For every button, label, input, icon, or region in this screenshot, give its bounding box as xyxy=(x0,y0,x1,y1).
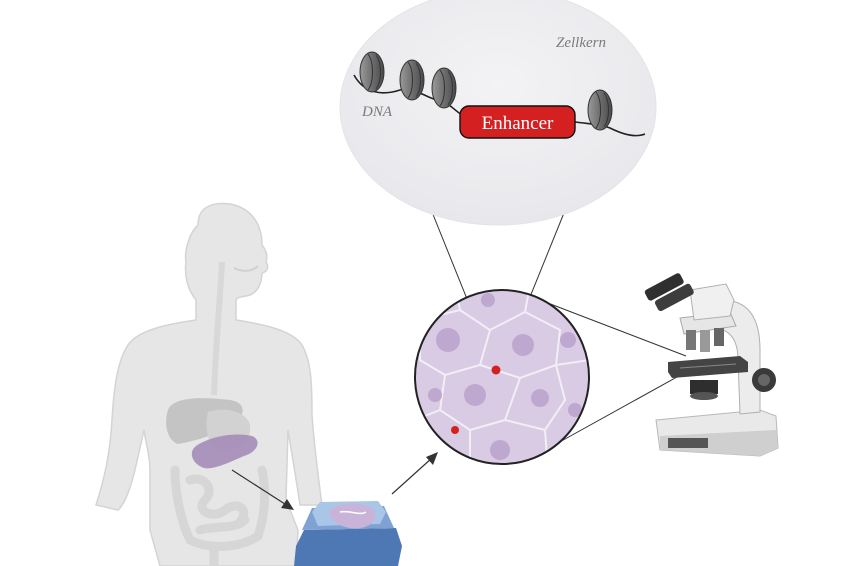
enhancer-highlight-cell-1 xyxy=(491,365,501,375)
nucleus-title: Zellkern xyxy=(556,35,606,51)
enhancer-highlight-cell-2 xyxy=(451,426,459,434)
enhancer-box: Enhancer xyxy=(459,105,576,139)
zoom-lines-microscope xyxy=(539,299,687,445)
tissue-slide-icon xyxy=(294,501,402,566)
microscope-icon xyxy=(644,273,779,457)
cell-tissue-icon xyxy=(414,289,590,465)
dna-label: DNA xyxy=(361,104,393,120)
arrow-slide-to-cells xyxy=(391,452,438,495)
arrow-body-to-slide xyxy=(231,469,294,510)
dna-strand xyxy=(353,74,646,137)
nucleosome-icon xyxy=(359,51,613,131)
nucleus-zoom: Enhancer DNA Zellkern xyxy=(339,0,657,226)
human-body-icon xyxy=(95,202,323,566)
enhancer-label: Enhancer xyxy=(482,113,554,134)
